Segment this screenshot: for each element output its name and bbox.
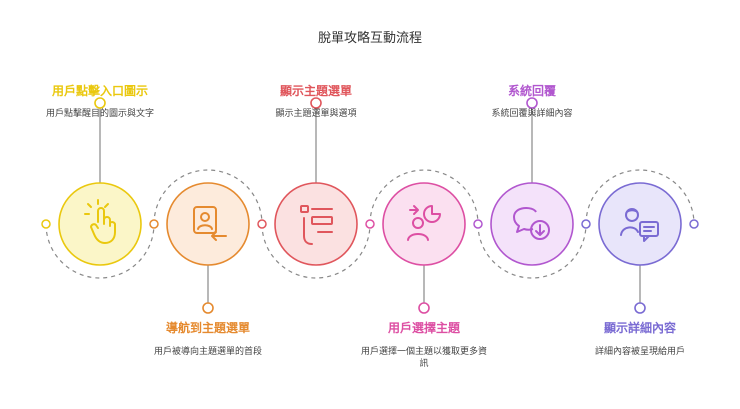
step-title: 顯示詳細內容 bbox=[604, 320, 676, 335]
topic-select-icon bbox=[407, 205, 441, 241]
diagram-title: 脫單攻略互動流程 bbox=[318, 30, 422, 46]
connector-arc bbox=[153, 169, 263, 225]
step-circle bbox=[166, 182, 250, 266]
step-connector-dot bbox=[310, 97, 322, 109]
connector-arc bbox=[261, 223, 371, 279]
step-circle bbox=[382, 182, 466, 266]
reply-chat-icon bbox=[513, 207, 550, 240]
step-circle bbox=[58, 182, 142, 266]
step-connector-dot bbox=[526, 97, 538, 109]
connector-arc bbox=[585, 169, 695, 225]
tap-hand-icon bbox=[84, 199, 116, 244]
junction-dot bbox=[149, 219, 159, 229]
step-description: 詳細內容被呈現給用戶 bbox=[595, 345, 685, 357]
step-title: 用戶選擇主題 bbox=[387, 320, 461, 335]
step-title: 系統回覆 bbox=[508, 83, 557, 98]
steps-group: 用戶點擊入口圖示用戶點擊醒目的圖示與文字導航到主題選單用戶被導向主題選單的首段顯… bbox=[46, 83, 685, 369]
step-description: 用戶點擊醒目的圖示與文字 bbox=[46, 107, 154, 119]
junction-dot bbox=[41, 219, 51, 229]
step-title: 顯示主題選單 bbox=[280, 83, 352, 98]
step-connector-dot bbox=[634, 302, 646, 314]
user-message-icon bbox=[620, 208, 659, 242]
profile-return-icon bbox=[193, 206, 227, 241]
step-title: 用戶點擊入口圖示 bbox=[51, 83, 148, 98]
connector-arc bbox=[45, 223, 155, 279]
step-description: 系統回覆與詳細內容 bbox=[491, 107, 572, 119]
step-connector-dot bbox=[418, 302, 430, 314]
connector-arcs bbox=[41, 169, 699, 279]
connector-arc bbox=[477, 223, 587, 279]
junction-dot bbox=[473, 219, 483, 229]
step-description: 用戶選擇一個主題以獲取更多資 bbox=[361, 345, 487, 357]
junction-dot bbox=[581, 219, 591, 229]
step-title: 導航到主題選單 bbox=[166, 320, 250, 335]
step-description: 顯示主題選單與選項 bbox=[275, 107, 356, 119]
junction-dot bbox=[365, 219, 375, 229]
junction-dot bbox=[257, 219, 267, 229]
step-description: 用戶被導向主題選單的首段 bbox=[154, 345, 262, 357]
step-description: 訊 bbox=[419, 357, 428, 369]
menu-tap-icon bbox=[300, 205, 333, 245]
step-connector-dot bbox=[94, 97, 106, 109]
connector-arc bbox=[369, 169, 479, 225]
step-connector-dot bbox=[202, 302, 214, 314]
junction-dot bbox=[689, 219, 699, 229]
